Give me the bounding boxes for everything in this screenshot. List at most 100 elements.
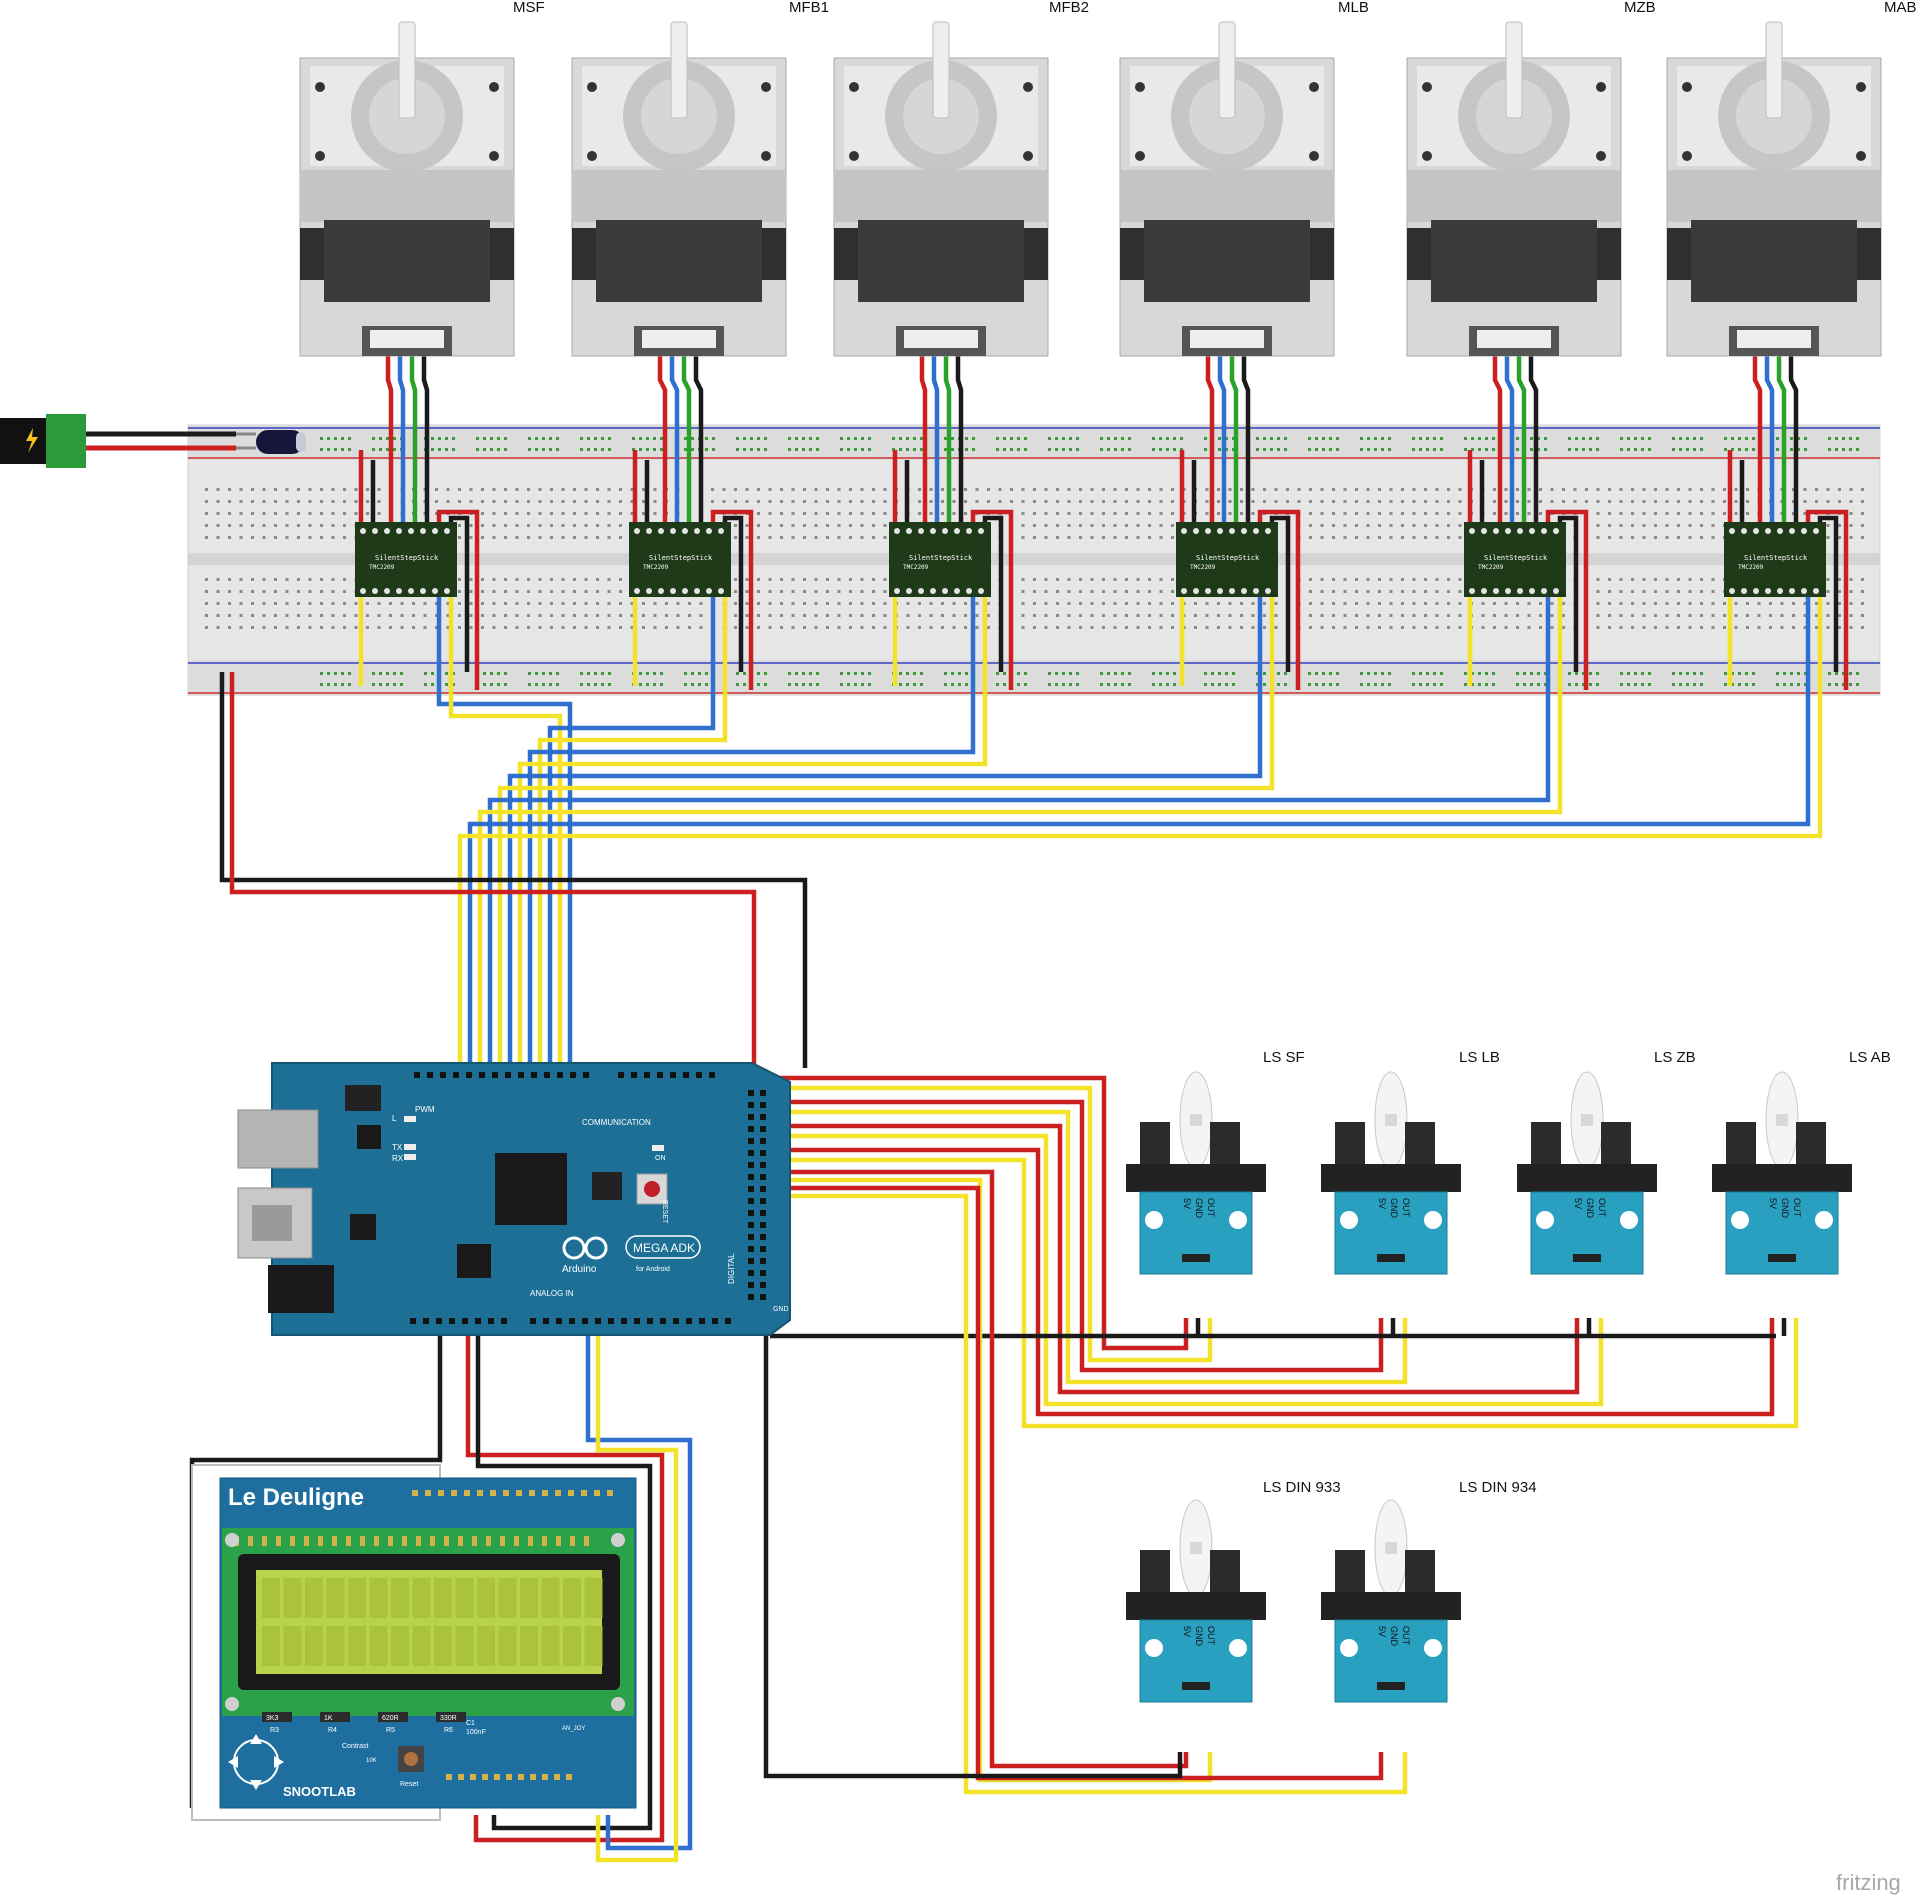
an-joy-label: AN_JOY [562,1726,585,1732]
wire [487,596,1551,1068]
sensor-pin-label: 5V [1573,1198,1583,1209]
motor-label-mlb: MLB [1338,0,1369,16]
wire [1217,342,1227,526]
sensor-pin-label: OUT [1401,1626,1411,1646]
driver-chip: TMC2209 [1190,564,1216,571]
reset-label: RESET [661,1200,668,1224]
analog-in-label: ANALOG IN [530,1289,574,1298]
driver-title: SilentStepStick [1744,554,1808,562]
motor-label-mfb2: MFB2 [1049,0,1089,16]
dc-barrel-jack [268,1265,334,1313]
wire [1257,509,1301,690]
wire [436,596,573,1068]
for-android-label: for Android [636,1266,670,1273]
wire [385,342,394,526]
lcd-char-grid [262,1578,603,1666]
wire [770,1193,1408,1795]
wire [1504,342,1515,526]
wire [770,1157,1799,1429]
wire [585,1324,693,1851]
wire [1805,509,1849,690]
breadboard [187,424,1881,696]
wire [477,596,1563,1068]
wire [397,342,406,526]
shield-brand: Le Deuligne [228,1484,364,1511]
stepper-motor [299,21,515,357]
wire [919,342,928,526]
arduino-logo-icon [562,1236,608,1260]
labels: MSF MFB1 MFB2 MLB MZB MAB LS SF LS LB LS… [513,0,1917,1895]
resistor-id: R5 [386,1727,395,1734]
sensor-pin-label: 5V [1768,1198,1778,1209]
fritzing-watermark: fritzing [1836,1870,1901,1895]
sensor-pin-label: 5V [1182,1198,1192,1209]
sensor-pin-label: GND [1194,1198,1204,1219]
driver-title: SilentStepStick [1196,554,1260,562]
driver-chip: TMC2209 [643,564,669,571]
sensor-pin-label: OUT [1597,1198,1607,1218]
resistor-id: R6 [444,1727,453,1734]
motor-label-msf: MSF [513,0,545,16]
wire [1752,342,1763,526]
usb-a-port [237,1187,313,1259]
driver-title: SilentStepStick [909,554,973,562]
wire [517,596,988,1068]
motor-label-mzb: MZB [1624,0,1656,16]
wire [943,342,952,526]
sensor-label-ls-lb: LS LB [1459,1049,1500,1066]
sensor-pin-label: GND [1194,1626,1204,1647]
capacitor [236,430,306,454]
resistor-value: 330R [440,1715,457,1722]
wire [475,1324,653,1831]
mount-hole [611,1533,625,1547]
cap-value: 100nF [466,1729,486,1736]
wire [1205,342,1215,526]
usb-b-port [237,1109,319,1169]
gnd-label: GND [773,1306,789,1313]
driver-chip: TMC2209 [1738,564,1764,571]
r10k-label: 10K [366,1758,377,1764]
wire [527,596,976,1068]
wire [770,1099,1384,1373]
contrast-label: Contrast [342,1743,369,1750]
digital-label: DIGITAL [727,1253,736,1284]
wire [467,596,1811,1068]
on-label: ON [655,1155,666,1162]
sensor-label-ls-ab: LS AB [1849,1049,1891,1066]
arduino-brand: Arduino [562,1264,597,1275]
pwm-label: PWM [415,1105,435,1114]
driver-title: SilentStepStick [375,554,439,562]
communication-label: COMMUNICATION [582,1118,651,1127]
rx-label: RX [392,1154,404,1163]
sensor-pin-label: OUT [1792,1198,1802,1218]
wire [1545,509,1589,690]
reset-button[interactable] [636,1173,668,1205]
wire [955,342,964,526]
sensor-pin-label: OUT [1401,1198,1411,1218]
wire [595,1324,679,1863]
stepper-drivers: SilentStepStickTMC2209SilentStepStickTMC… [355,522,1826,597]
resistor-id: R3 [270,1727,279,1734]
stepper-motor [833,21,1049,357]
stepper-motor [571,21,787,357]
wire [763,1326,1183,1779]
wire [219,672,808,1068]
lcd-cells [262,1578,603,1666]
wire [1516,342,1527,526]
stepper-motors [299,21,1882,357]
sensor-pin-label: GND [1780,1198,1790,1219]
wire [229,672,757,1068]
resistor-value: 3K3 [266,1715,279,1722]
wire [770,1085,1213,1363]
wire [497,596,1275,1068]
cap-id: C1 [466,1720,475,1727]
